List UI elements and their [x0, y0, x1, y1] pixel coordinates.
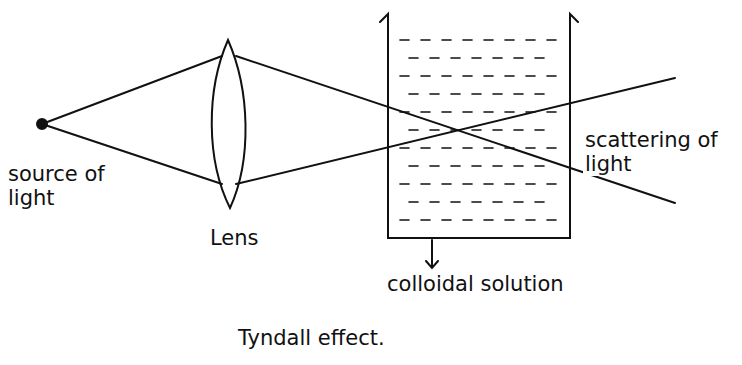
- particle-dash: [421, 39, 430, 41]
- particle-dash: [472, 201, 481, 203]
- particle-dash: [442, 219, 451, 221]
- particle-dash: [430, 165, 439, 167]
- particle-dash: [400, 75, 409, 77]
- particle-dash: [547, 39, 556, 41]
- particle-dash: [430, 93, 439, 95]
- particle-dash: [442, 183, 451, 185]
- source-label: source of light: [6, 162, 130, 210]
- particle-dash: [463, 219, 472, 221]
- colloid-label: colloidal solution: [385, 272, 566, 296]
- particle-dash: [430, 129, 439, 131]
- particle-dash: [451, 93, 460, 95]
- particle-dash: [409, 165, 418, 167]
- particle-dash: [484, 147, 493, 149]
- particle-dash: [526, 219, 535, 221]
- particle-dash: [400, 39, 409, 41]
- particle-dash: [484, 39, 493, 41]
- particle-dash: [535, 129, 544, 131]
- particle-dash: [535, 201, 544, 203]
- particle-dash: [463, 111, 472, 113]
- particle-dash: [505, 219, 514, 221]
- particle-dash: [421, 219, 430, 221]
- particle-dash: [451, 201, 460, 203]
- colloid-particles: [400, 40, 556, 220]
- particle-dash: [493, 57, 502, 59]
- particle-dash: [505, 75, 514, 77]
- particle-dash: [400, 147, 409, 149]
- lens-label: Lens: [208, 226, 261, 250]
- beaker-outline: [380, 14, 578, 238]
- particle-dash: [493, 165, 502, 167]
- particle-dash: [514, 57, 523, 59]
- particle-dash: [463, 147, 472, 149]
- particle-dash: [505, 147, 514, 149]
- particle-dash: [400, 183, 409, 185]
- particle-dash: [442, 111, 451, 113]
- particle-dash: [547, 183, 556, 185]
- particle-dash: [421, 111, 430, 113]
- particle-dash: [493, 93, 502, 95]
- particle-dash: [547, 219, 556, 221]
- particle-dash: [514, 165, 523, 167]
- particle-dash: [472, 93, 481, 95]
- particle-dash: [400, 219, 409, 221]
- particle-dash: [442, 75, 451, 77]
- particle-dash: [535, 57, 544, 59]
- caption: Tyndall effect.: [236, 326, 387, 350]
- particle-dash: [409, 93, 418, 95]
- particle-dash: [430, 57, 439, 59]
- particle-dash: [451, 57, 460, 59]
- particle-dash: [409, 57, 418, 59]
- particle-dash: [547, 111, 556, 113]
- particle-dash: [430, 201, 439, 203]
- particle-dash: [484, 75, 493, 77]
- particle-dash: [505, 111, 514, 113]
- particle-dash: [463, 183, 472, 185]
- particle-dash: [535, 93, 544, 95]
- particle-dash: [409, 201, 418, 203]
- particle-dash: [526, 111, 535, 113]
- particle-dash: [421, 147, 430, 149]
- particle-dash: [463, 75, 472, 77]
- particle-dash: [472, 165, 481, 167]
- scattering-label: scattering of light: [583, 128, 737, 176]
- particle-dash: [442, 147, 451, 149]
- particle-dash: [526, 75, 535, 77]
- particle-dash: [505, 183, 514, 185]
- particle-dash: [526, 183, 535, 185]
- particle-dash: [484, 219, 493, 221]
- particle-dash: [535, 165, 544, 167]
- particle-dash: [451, 129, 460, 131]
- particle-dash: [472, 57, 481, 59]
- particle-dash: [484, 111, 493, 113]
- particle-dash: [547, 147, 556, 149]
- particle-dash: [526, 39, 535, 41]
- particle-dash: [526, 147, 535, 149]
- particle-dash: [547, 75, 556, 77]
- particle-dash: [514, 129, 523, 131]
- particle-dash: [409, 129, 418, 131]
- particle-dash: [472, 129, 481, 131]
- particle-dash: [463, 39, 472, 41]
- particle-dash: [421, 75, 430, 77]
- particle-dash: [514, 93, 523, 95]
- particle-dash: [493, 201, 502, 203]
- leader-arrow: [426, 240, 438, 268]
- particle-dash: [484, 183, 493, 185]
- particle-dash: [505, 39, 514, 41]
- particle-dash: [442, 39, 451, 41]
- particle-dash: [514, 201, 523, 203]
- particle-dash: [421, 183, 430, 185]
- particle-dash: [451, 165, 460, 167]
- particle-dash: [400, 111, 409, 113]
- particle-dash: [493, 129, 502, 131]
